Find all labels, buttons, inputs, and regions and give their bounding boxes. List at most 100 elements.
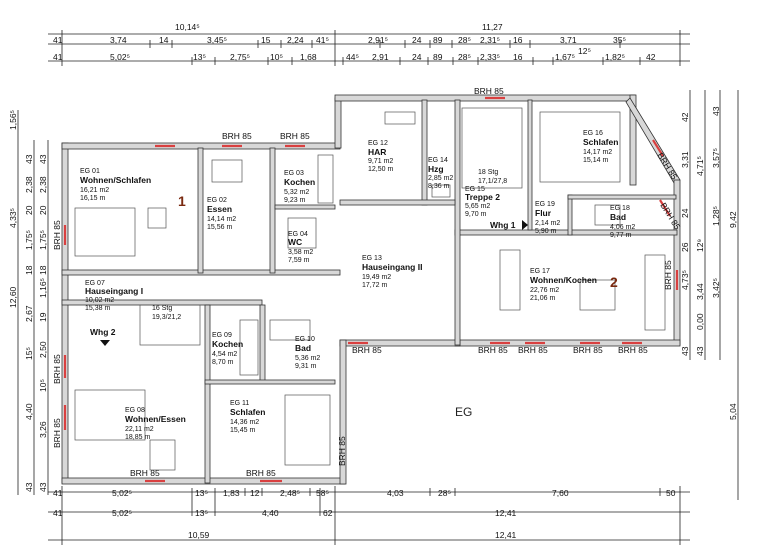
dim-label: 3,57⁵ bbox=[711, 148, 721, 168]
dim-label: 12,41 bbox=[495, 530, 517, 540]
svg-text:3,58 m2: 3,58 m2 bbox=[288, 249, 313, 256]
dim-label: 4,71⁵ bbox=[695, 156, 705, 176]
dim-label: 5,04 bbox=[728, 403, 738, 420]
dim-label: 3,44 bbox=[695, 283, 705, 300]
brh-label: BRH 85 bbox=[618, 345, 648, 355]
dim-label: 1,82⁵ bbox=[605, 52, 625, 62]
room-label-eg11: EG 11 Schlafen 14,36 m2 15,45 m bbox=[230, 400, 265, 434]
brh-label: BRH 85 bbox=[474, 86, 504, 96]
dim-label: 24 bbox=[412, 52, 422, 62]
dim-label: 3,42⁵ bbox=[711, 278, 721, 298]
floor-label: EG bbox=[455, 405, 472, 419]
dim-label: 4,73⁵ bbox=[680, 270, 690, 290]
brh-label: BRH 85 bbox=[52, 418, 62, 448]
dim-label: 41⁵ bbox=[316, 35, 329, 45]
svg-text:16,15 m: 16,15 m bbox=[80, 195, 105, 202]
svg-text:Wohnen/Kochen: Wohnen/Kochen bbox=[530, 275, 597, 285]
dim-label: 50 bbox=[666, 488, 676, 498]
dim-label: 1,67⁵ bbox=[555, 52, 575, 62]
dim-label: 41 bbox=[53, 508, 63, 518]
dim-label: 28⁵ bbox=[458, 52, 471, 62]
dim-label: 3,45⁵ bbox=[207, 35, 227, 45]
dim-label: 4,40 bbox=[262, 508, 279, 518]
dim-label: 12⁹ bbox=[695, 239, 705, 252]
svg-text:21,06 m: 21,06 m bbox=[530, 295, 555, 302]
svg-text:9,70 m: 9,70 m bbox=[465, 211, 487, 218]
dim-label: 10⁵ bbox=[270, 52, 283, 62]
dim-label: 13⁵ bbox=[193, 52, 206, 62]
svg-text:Kochen: Kochen bbox=[284, 177, 315, 187]
svg-text:15,45 m: 15,45 m bbox=[230, 427, 255, 434]
dim-label: 1,75⁵ bbox=[38, 230, 48, 250]
svg-text:EG 07: EG 07 bbox=[85, 280, 105, 287]
svg-text:EG 19: EG 19 bbox=[535, 201, 555, 208]
svg-text:Treppe 2: Treppe 2 bbox=[465, 192, 500, 202]
dim-label: 4,33⁵ bbox=[8, 208, 18, 228]
dim-label: 1,56⁵ bbox=[8, 110, 18, 130]
svg-text:EG 02: EG 02 bbox=[207, 197, 227, 204]
room-label-eg19: EG 19 Flur 2,14 m2 5,90 m bbox=[535, 201, 560, 235]
whg2-label: Whg 2 bbox=[90, 327, 116, 337]
svg-text:4,06 m2: 4,06 m2 bbox=[610, 224, 635, 231]
dim-label: 2,31⁵ bbox=[480, 35, 500, 45]
dim-label: 28⁵ bbox=[438, 488, 451, 498]
svg-text:EG 18: EG 18 bbox=[610, 205, 630, 212]
dim-label: 26 bbox=[680, 242, 690, 252]
svg-text:5,36 m2: 5,36 m2 bbox=[295, 355, 320, 362]
svg-text:4,54 m2: 4,54 m2 bbox=[212, 351, 237, 358]
dim-label: 15⁵ bbox=[24, 347, 34, 360]
svg-text:Hauseingang II: Hauseingang II bbox=[362, 262, 422, 272]
dim-label: 3,71 bbox=[560, 35, 577, 45]
svg-text:EG 13: EG 13 bbox=[362, 255, 382, 262]
svg-text:EG 11: EG 11 bbox=[230, 400, 249, 407]
dim-label: 3,31 bbox=[680, 151, 690, 168]
dim-label: 41 bbox=[53, 52, 63, 62]
brh-label: BRH 85 bbox=[573, 345, 603, 355]
bottom-dimensions: 41 5,02⁵ 13⁵ 1,83 12 2,48⁵ 58⁵ 4,03 28⁵ … bbox=[48, 486, 690, 545]
dim-label: 12,41 bbox=[495, 508, 517, 518]
svg-text:9,31 m: 9,31 m bbox=[295, 363, 317, 370]
dim-label: 24 bbox=[680, 208, 690, 218]
dim-label: 43 bbox=[711, 106, 721, 116]
svg-text:2,85 m2: 2,85 m2 bbox=[428, 175, 453, 182]
stair-note: 17,1/27,8 bbox=[478, 178, 507, 185]
svg-text:9,77 m: 9,77 m bbox=[610, 232, 632, 239]
dim-label: 2,38 bbox=[38, 176, 48, 193]
dim-label: 44⁵ bbox=[346, 52, 359, 62]
brh-label: BRH 85 bbox=[280, 131, 310, 141]
room-label-eg18: EG 18 Bad 4,06 m2 9,77 m bbox=[610, 205, 635, 239]
dim-label: 5,02⁵ bbox=[112, 488, 132, 498]
dim-label: 43 bbox=[24, 482, 34, 492]
svg-text:7,59 m: 7,59 m bbox=[288, 257, 310, 264]
svg-text:EG 17: EG 17 bbox=[530, 268, 550, 275]
dim-label: 0,00 bbox=[695, 313, 705, 330]
left-dimensions: 1,56⁵ 4,33⁵ 12,60 43 2,38 20 1,75⁵ 18 2,… bbox=[8, 110, 49, 495]
svg-text:14,17 m2: 14,17 m2 bbox=[583, 149, 612, 156]
dim-label: 1,28⁵ bbox=[711, 206, 721, 226]
dim-label: 9,42 bbox=[728, 211, 738, 228]
brh-label: BRH 85 bbox=[52, 354, 62, 384]
svg-text:Schlafen: Schlafen bbox=[583, 137, 618, 147]
dim-label: 12⁵ bbox=[578, 46, 591, 56]
dim-label: 43 bbox=[24, 154, 34, 164]
room-label-eg03: EG 03 Kochen 5,32 m2 9,23 m bbox=[284, 170, 315, 204]
brh-label: BRH 85 bbox=[130, 468, 160, 478]
svg-text:8,70 m: 8,70 m bbox=[212, 359, 234, 366]
svg-text:15,14 m: 15,14 m bbox=[583, 157, 608, 164]
svg-text:EG 03: EG 03 bbox=[284, 170, 304, 177]
room-label-eg02: EG 02 Essen 14,14 m2 15,56 m bbox=[207, 197, 236, 231]
dim-label: 20 bbox=[38, 205, 48, 215]
dim-label: 5,02⁵ bbox=[112, 508, 132, 518]
svg-text:Hzg: Hzg bbox=[428, 164, 444, 174]
stair-note: 19,3/21,2 bbox=[152, 314, 181, 321]
dim-label: 3,26 bbox=[38, 421, 48, 438]
svg-text:EG 01: EG 01 bbox=[80, 168, 100, 175]
dim-label: 43 bbox=[680, 346, 690, 356]
svg-text:18,85 m: 18,85 m bbox=[125, 434, 150, 441]
stair-note: 16 Stg bbox=[152, 305, 172, 312]
dim-label: 42 bbox=[646, 52, 656, 62]
svg-text:Bad: Bad bbox=[610, 212, 626, 222]
room-label-eg12: EG 12 HAR 9,71 m2 12,50 m bbox=[368, 140, 393, 173]
apartment-number-1: 1 bbox=[178, 193, 186, 209]
dim-label: 2,75⁵ bbox=[230, 52, 250, 62]
